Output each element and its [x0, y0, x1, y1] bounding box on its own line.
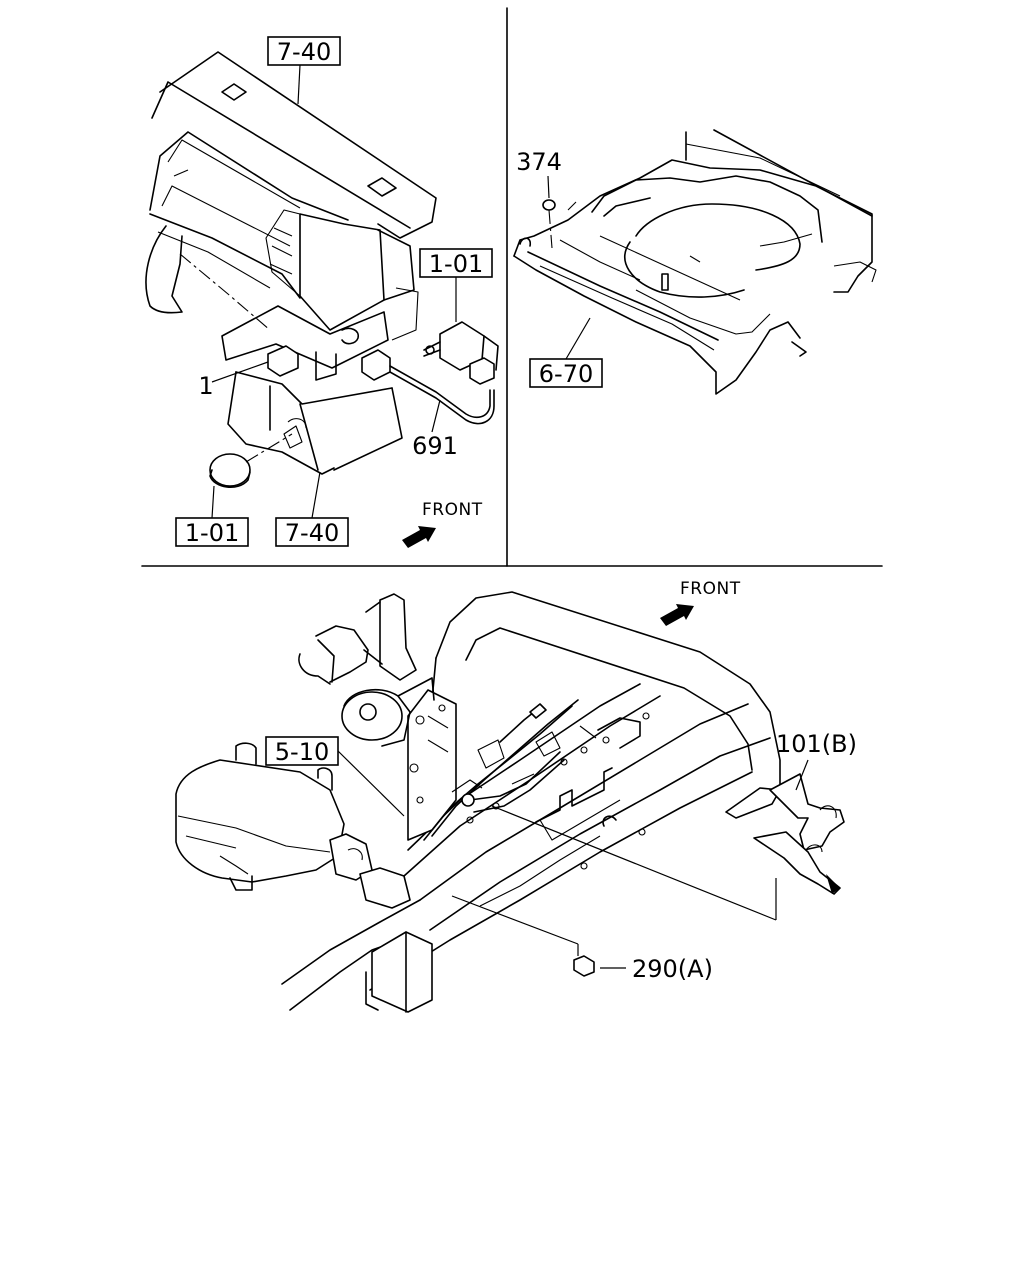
mount-bracket: [407, 689, 457, 841]
engine-mount: [298, 593, 435, 747]
callouts-top-left: 7-40 1-01 1 691 1-01 7-40: [175, 36, 493, 547]
front-indicator-bottom: FRONT: [660, 579, 741, 626]
panel-dividers: [141, 7, 883, 567]
callouts-top-right: 374 6-70: [516, 148, 603, 388]
callout-1-01-bottom: 1-01: [185, 519, 239, 547]
callout-part-1: 1: [198, 372, 213, 400]
harness-lines: [423, 699, 579, 841]
panel-top-right: 374 6-70: [513, 129, 877, 395]
part-374-drawing: [542, 199, 556, 211]
callouts-bottom: 5-10 101(B) 290(A): [265, 730, 857, 983]
front-label-top: FRONT: [422, 500, 483, 520]
callout-part-290a: 290(A): [632, 955, 713, 983]
front-arrow-icon: [660, 604, 694, 626]
front-indicator-top: FRONT: [402, 500, 483, 548]
floor-panel-drawing: [513, 129, 877, 395]
cab-outline: [431, 591, 781, 791]
nut-290a-drawing: [573, 955, 595, 977]
callout-6-70: 6-70: [539, 360, 593, 388]
callout-part-374: 374: [516, 148, 562, 176]
callout-part-101b: 101(B): [776, 730, 857, 758]
housing: [175, 742, 411, 909]
panel-top-left: 7-40 1-01 1 691 1-01 7-40 FRONT: [145, 36, 499, 548]
front-arrow-icon: [402, 526, 436, 548]
grommet-drawing: [209, 433, 293, 488]
lower-trim-drawing: [227, 371, 403, 475]
callout-7-40-bottom: 7-40: [285, 519, 339, 547]
switch-691-drawing: [423, 321, 499, 385]
connectors: [267, 345, 495, 425]
callout-7-40-top: 7-40: [277, 38, 331, 66]
front-label-bottom: FRONT: [680, 579, 741, 599]
bracket-101b-drawing: [725, 773, 845, 895]
frame-rails: [281, 683, 771, 1013]
callout-1-01-right: 1-01: [429, 250, 483, 278]
dashboard-drawing: [145, 51, 437, 381]
panel-bottom: 5-10 101(B) 290(A) FRONT: [175, 579, 857, 1013]
callout-5-10: 5-10: [275, 738, 329, 766]
callout-part-691: 691: [412, 432, 458, 460]
